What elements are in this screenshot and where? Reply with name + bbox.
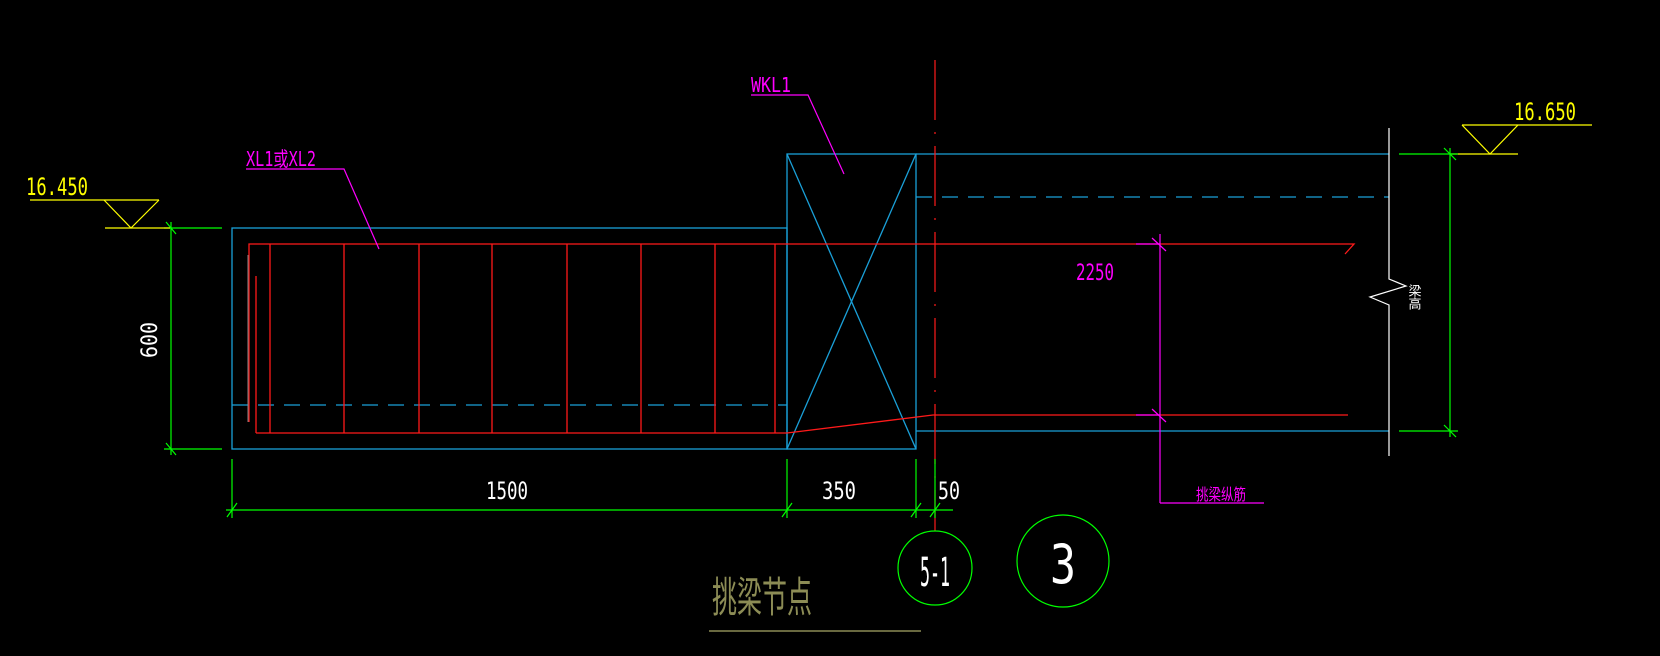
rebar-note-label: 挑梁纵筋: [1196, 485, 1246, 504]
beam-height-dimension: [1399, 147, 1458, 438]
leaders: [246, 94, 1264, 504]
length-dimensions: [226, 459, 953, 518]
height-dimension: [164, 221, 222, 456]
dimension-1500: 1500: [486, 477, 528, 505]
drawing-title: 挑梁节点: [712, 573, 812, 622]
axis-bubble-5-1-text: 5-1: [920, 550, 950, 596]
elevation-marker-left: [30, 199, 170, 229]
elevation-left-text: 16.450: [26, 173, 88, 201]
cantilever-beam-label: XL1或XL2: [246, 147, 316, 171]
dimension-350: 350: [822, 477, 856, 505]
frame-beam-label: WKL1: [751, 73, 791, 97]
stirrups: [269, 244, 776, 433]
frame-beam-section: [786, 153, 917, 450]
top-rebar: [248, 243, 1356, 422]
axis-bubble-5-1: 5-1: [897, 530, 973, 606]
elevation-right-text: 16.650: [1514, 98, 1576, 126]
elevation-marker-right: [1450, 124, 1592, 155]
detail-bubble-3-text: 3: [1050, 533, 1076, 596]
anchorage-length-label: 2250: [1076, 261, 1114, 286]
break-line: [1368, 128, 1408, 456]
beam-height-label: 梁高: [1406, 284, 1422, 310]
backspan-beam: [916, 153, 1389, 432]
height-dimension-text: 600: [138, 322, 163, 358]
detail-bubble-3: 3: [1016, 514, 1110, 608]
dimension-50: 50: [938, 477, 960, 505]
